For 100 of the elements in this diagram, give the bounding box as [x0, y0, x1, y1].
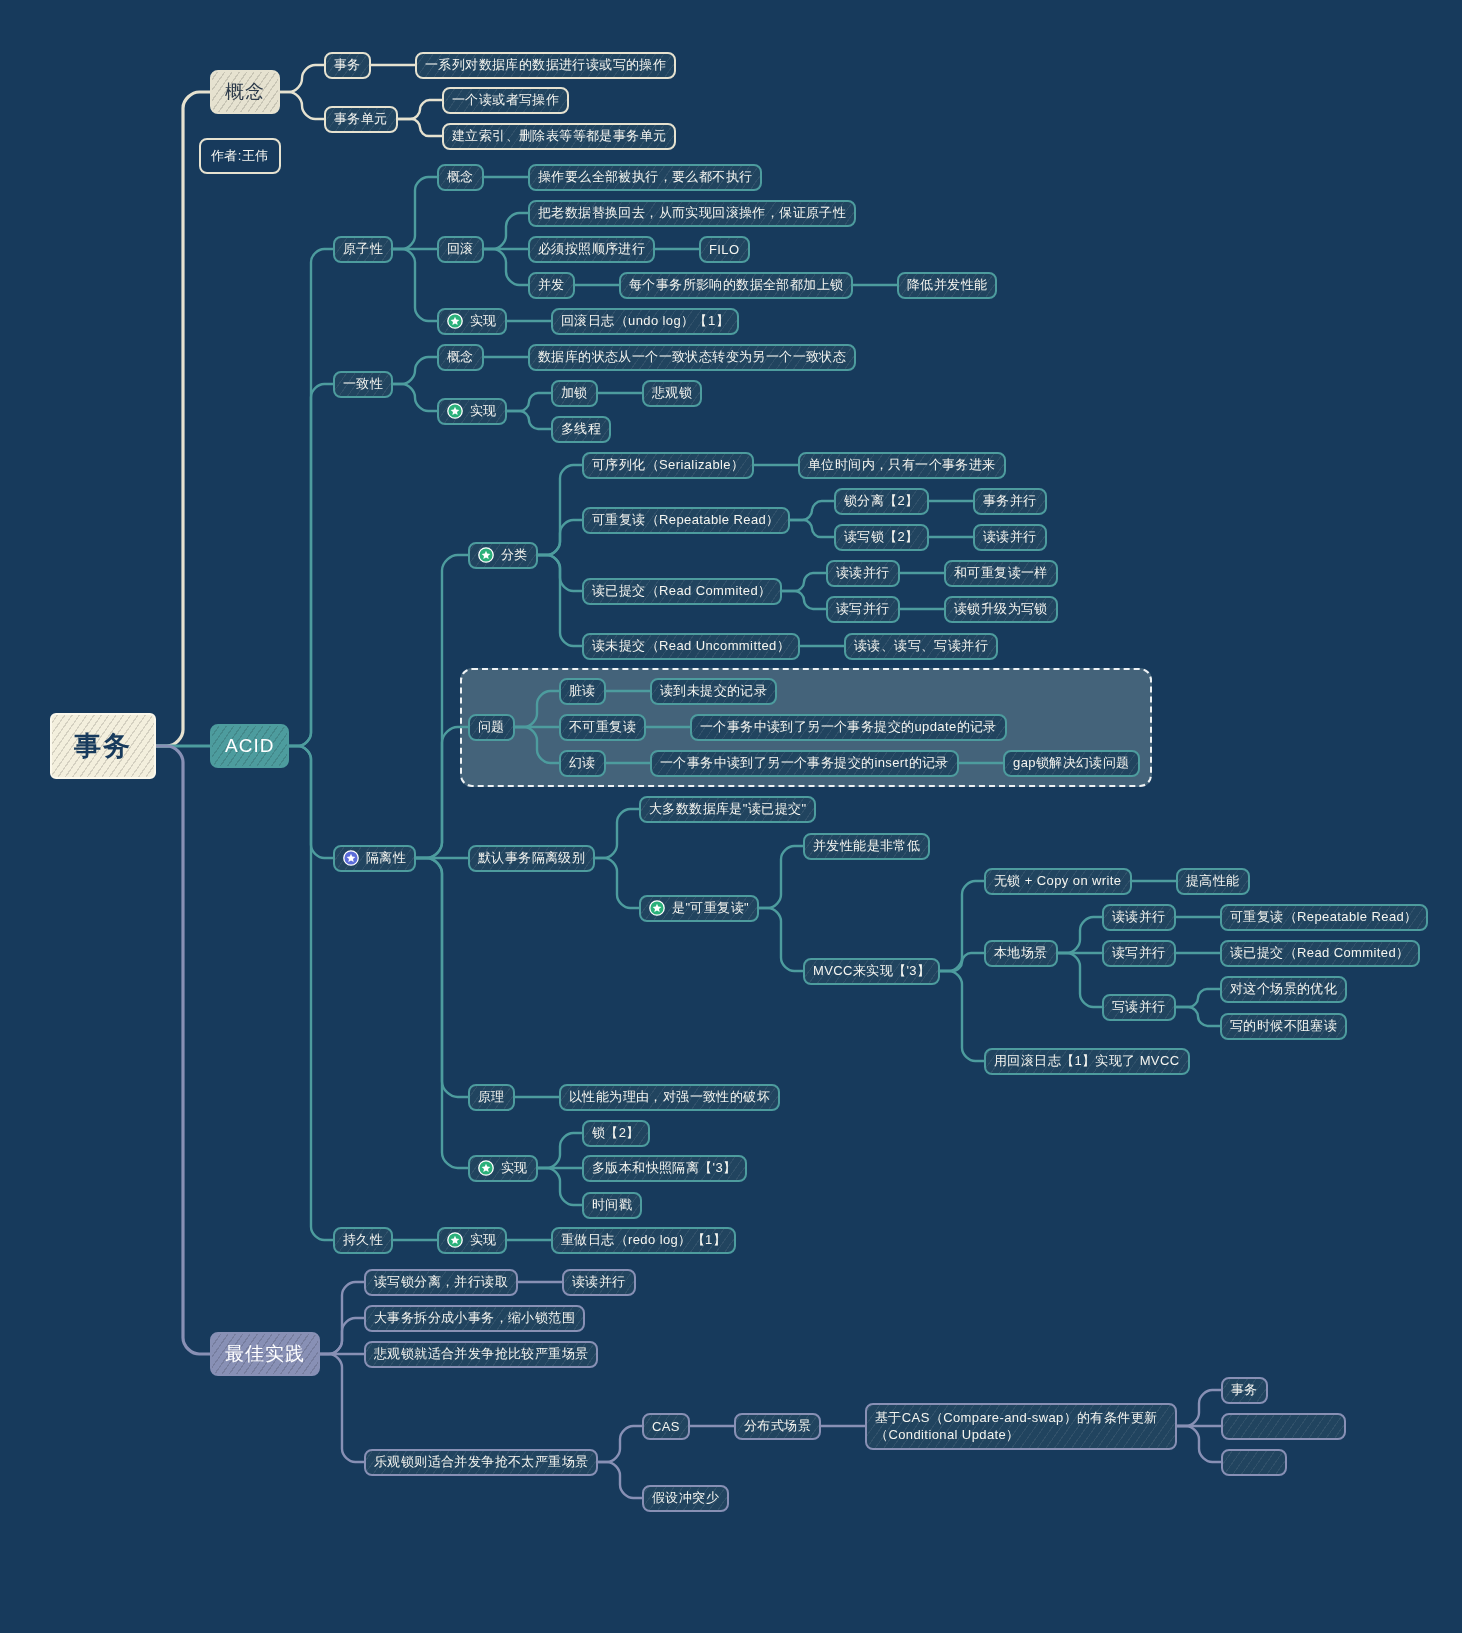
subtopic — [984, 867, 1132, 895]
topic-text: 可重复读（Repeatable Read） — [592, 511, 780, 529]
topic-text: 读读并行 — [572, 1273, 626, 1291]
subtopic — [582, 1191, 643, 1219]
subtopic — [642, 379, 703, 407]
topic-text: 读读、读写、写读并行 — [854, 637, 988, 655]
subtopic — [582, 577, 782, 605]
topic-text: 隔离性 — [366, 849, 407, 867]
subtopic — [582, 1154, 747, 1182]
subtopic — [437, 397, 507, 425]
subtopic — [333, 370, 394, 398]
subtopic — [324, 51, 371, 79]
branch-line — [536, 1166, 584, 1207]
branch-line — [788, 518, 836, 539]
subtopic — [803, 957, 941, 985]
branch-line — [898, 607, 946, 611]
topic-text: 大事务拆分成小事务，缩小锁范围 — [374, 1309, 575, 1327]
subtopic — [551, 379, 598, 407]
branch-line — [780, 589, 828, 611]
topic-text: 必须按照顺序进行 — [538, 240, 646, 258]
topic-text: 概念 — [225, 80, 265, 104]
topic-text: 每个事务所影响的数据全部都加上锁 — [629, 276, 844, 294]
topic-text: gap锁解决幻读问题 — [1013, 754, 1130, 772]
branch-line — [513, 725, 561, 765]
subtopic — [1220, 975, 1348, 1003]
topic-text: 提高性能 — [1186, 872, 1240, 890]
floating-topic — [199, 138, 281, 174]
topic-text: 悲观锁就适合并发争抢比较严重场景 — [374, 1345, 589, 1363]
topic-text: 脏读 — [569, 682, 596, 700]
branch-line — [927, 499, 975, 503]
subtopic — [528, 235, 656, 263]
branch-line — [1056, 951, 1104, 1009]
branch-line — [1174, 1005, 1222, 1028]
subtopic — [1102, 993, 1176, 1021]
subtopic — [559, 677, 606, 705]
subtopic — [437, 235, 484, 263]
topic-text: 读已提交（Read Commited） — [1230, 944, 1410, 962]
subtopic — [690, 713, 1007, 741]
branch-line — [505, 1238, 553, 1242]
subtopic — [642, 1484, 729, 1512]
topic-text: 无锁 + Copy on write — [994, 872, 1122, 890]
topic-text: 数据库的状态从一个一致状态转变为另一个一致状态 — [538, 348, 847, 366]
topic-text: 一个事务中读到了另一个事务提交的update的记录 — [700, 718, 997, 736]
topic-text: 写的时候不阻塞读 — [1230, 1017, 1338, 1035]
subtopic — [944, 595, 1058, 623]
subtopic — [650, 677, 778, 705]
subtopic — [468, 713, 515, 741]
subtopic — [324, 105, 398, 133]
subtopic — [582, 506, 790, 534]
subtopic — [973, 487, 1047, 515]
subtopic — [364, 1448, 599, 1476]
topic-text: 大多数数据库是"读已提交" — [649, 800, 807, 818]
branch-line — [482, 247, 530, 287]
subtopic — [642, 1412, 690, 1440]
subtopic — [944, 559, 1058, 587]
topic-text: 原理 — [478, 1088, 505, 1106]
subtopic — [1221, 1376, 1268, 1404]
subtopic — [650, 749, 959, 777]
subtopic — [333, 844, 417, 872]
branch-line — [396, 117, 444, 138]
topic-text: FILO — [709, 241, 740, 257]
blank-topic — [1221, 1412, 1346, 1440]
branch-line — [688, 1424, 736, 1428]
subtopic — [364, 1304, 585, 1332]
topic-text: 事务并行 — [983, 492, 1037, 510]
subtopic — [468, 1154, 538, 1182]
topic-text: 锁分离【2】 — [844, 492, 919, 510]
topic-text: CAS — [652, 1418, 680, 1434]
topic-text: 以性能为理由，对强一致性的破坏 — [569, 1088, 770, 1106]
topic-text: 读写并行 — [1112, 944, 1166, 962]
topic-text: 回滚日志（undo log）【1】 — [561, 312, 729, 330]
topic-text: 和可重复读一样 — [954, 564, 1048, 582]
subtopic — [582, 632, 801, 660]
topic-text: 多线程 — [561, 420, 602, 438]
branch-line — [1174, 951, 1222, 955]
topic-text: 一个读或者写操作 — [452, 91, 560, 109]
subtopic — [844, 632, 998, 660]
topic-text: 可重复读（Repeatable Read） — [1230, 908, 1418, 926]
subtopic — [639, 795, 817, 823]
branch-line — [278, 90, 326, 121]
subtopic — [364, 1340, 599, 1368]
topic-text: MVCC来实现【'3】 — [813, 962, 931, 980]
subtopic — [415, 51, 677, 79]
topic-text: 建立索引、删除表等等都是事务单元 — [452, 127, 667, 145]
topic-text: 把老数据替换回去，从而实现回滚操作，保证原子性 — [538, 204, 847, 222]
subtopic — [551, 415, 612, 443]
topic-text: 本地场景 — [994, 944, 1048, 962]
branch-line — [482, 175, 530, 179]
topic-text: 最佳实践 — [225, 1342, 305, 1366]
topic-text: 事务 — [74, 730, 132, 763]
topic-text: 事务单元 — [334, 110, 388, 128]
subtopic — [551, 1226, 736, 1254]
subtopic — [1220, 903, 1428, 931]
branch-line — [1130, 879, 1178, 883]
branch-line — [513, 1095, 561, 1099]
branch-line — [898, 571, 946, 575]
branch-line — [573, 283, 621, 287]
main-topic — [210, 1332, 320, 1376]
subtopic — [528, 271, 575, 299]
subtopic — [798, 451, 1006, 479]
